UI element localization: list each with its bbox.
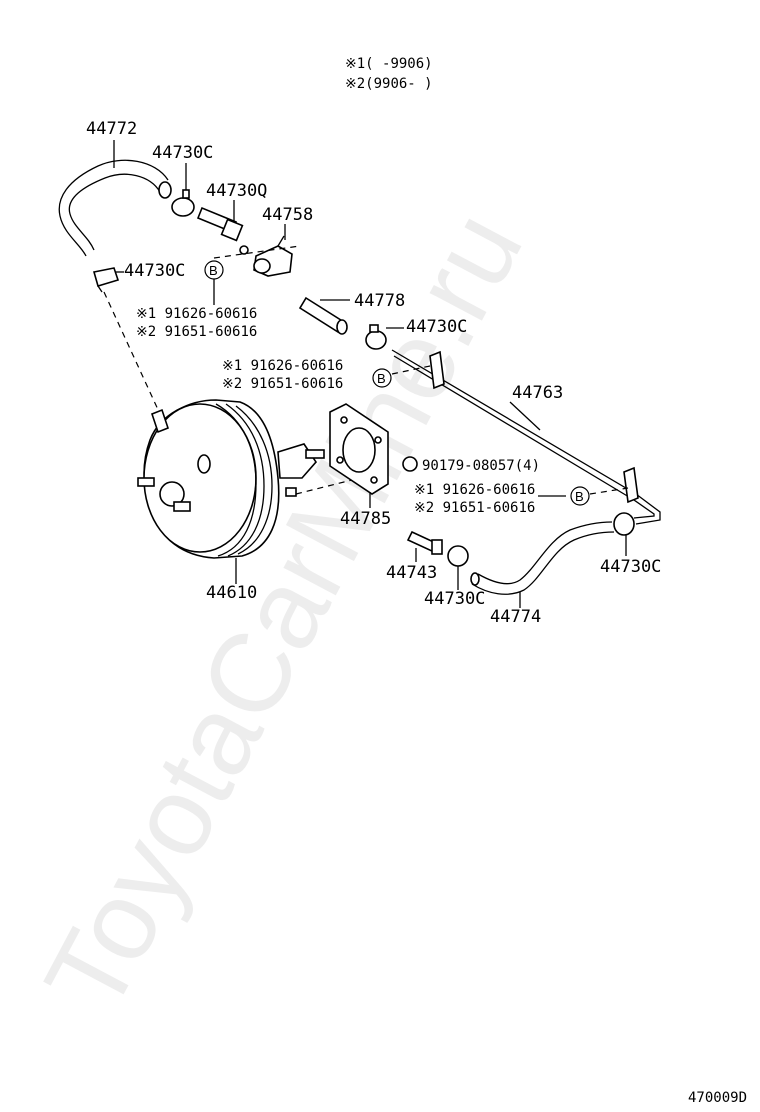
label-note1-a: ※1 91626-60616 (136, 306, 257, 322)
check-valve (196, 206, 249, 255)
label-note2-a: ※1 91626-60616 (222, 358, 343, 374)
hose-lower (470, 521, 615, 595)
hose-joint (253, 235, 293, 277)
legend-row-1: ※1( -9906) (345, 56, 433, 72)
clamp-bottom (447, 545, 469, 567)
label-44785: 44785 (340, 509, 391, 529)
clamp-mid (365, 324, 387, 350)
label-nut: 90179-08057(4) (422, 458, 540, 474)
label-44774: 44774 (490, 607, 541, 627)
label-44730c-mid: 44730C (406, 317, 467, 337)
label-44730c-right: 44730C (600, 557, 661, 577)
label-44730c-bottom: 44730C (424, 589, 485, 609)
label-note2-b: ※2 91651-60616 (222, 376, 343, 392)
brake-booster (137, 399, 325, 559)
label-44730q: 44730Q (206, 181, 267, 201)
callout-b-3: B (575, 489, 584, 504)
gasket (329, 403, 389, 495)
callout-b-1: B (209, 263, 218, 278)
nut (402, 456, 418, 472)
label-note3-a: ※1 91626-60616 (414, 482, 535, 498)
label-44772: 44772 (86, 119, 137, 139)
clamp-top (171, 189, 195, 217)
vacuum-tube (391, 349, 661, 525)
label-44778: 44778 (354, 291, 405, 311)
label-44730c-left: 44730C (124, 261, 185, 281)
label-44610: 44610 (206, 583, 257, 603)
union (406, 530, 443, 555)
label-note1-b: ※2 91651-60616 (136, 324, 257, 340)
label-note3-b: ※2 91651-60616 (414, 500, 535, 516)
label-44743: 44743 (386, 563, 437, 583)
clamp-left (92, 267, 120, 293)
label-44730c-top: 44730C (152, 143, 213, 163)
hose-short (298, 296, 348, 335)
hose-upper (58, 159, 172, 257)
callout-b-2: B (377, 371, 386, 386)
legend-row-2: ※2(9906- ) (345, 76, 433, 92)
clamp-right (613, 512, 635, 536)
label-44758: 44758 (262, 205, 313, 225)
label-44763: 44763 (512, 383, 563, 403)
diagram-code: 470009D (688, 1090, 747, 1106)
